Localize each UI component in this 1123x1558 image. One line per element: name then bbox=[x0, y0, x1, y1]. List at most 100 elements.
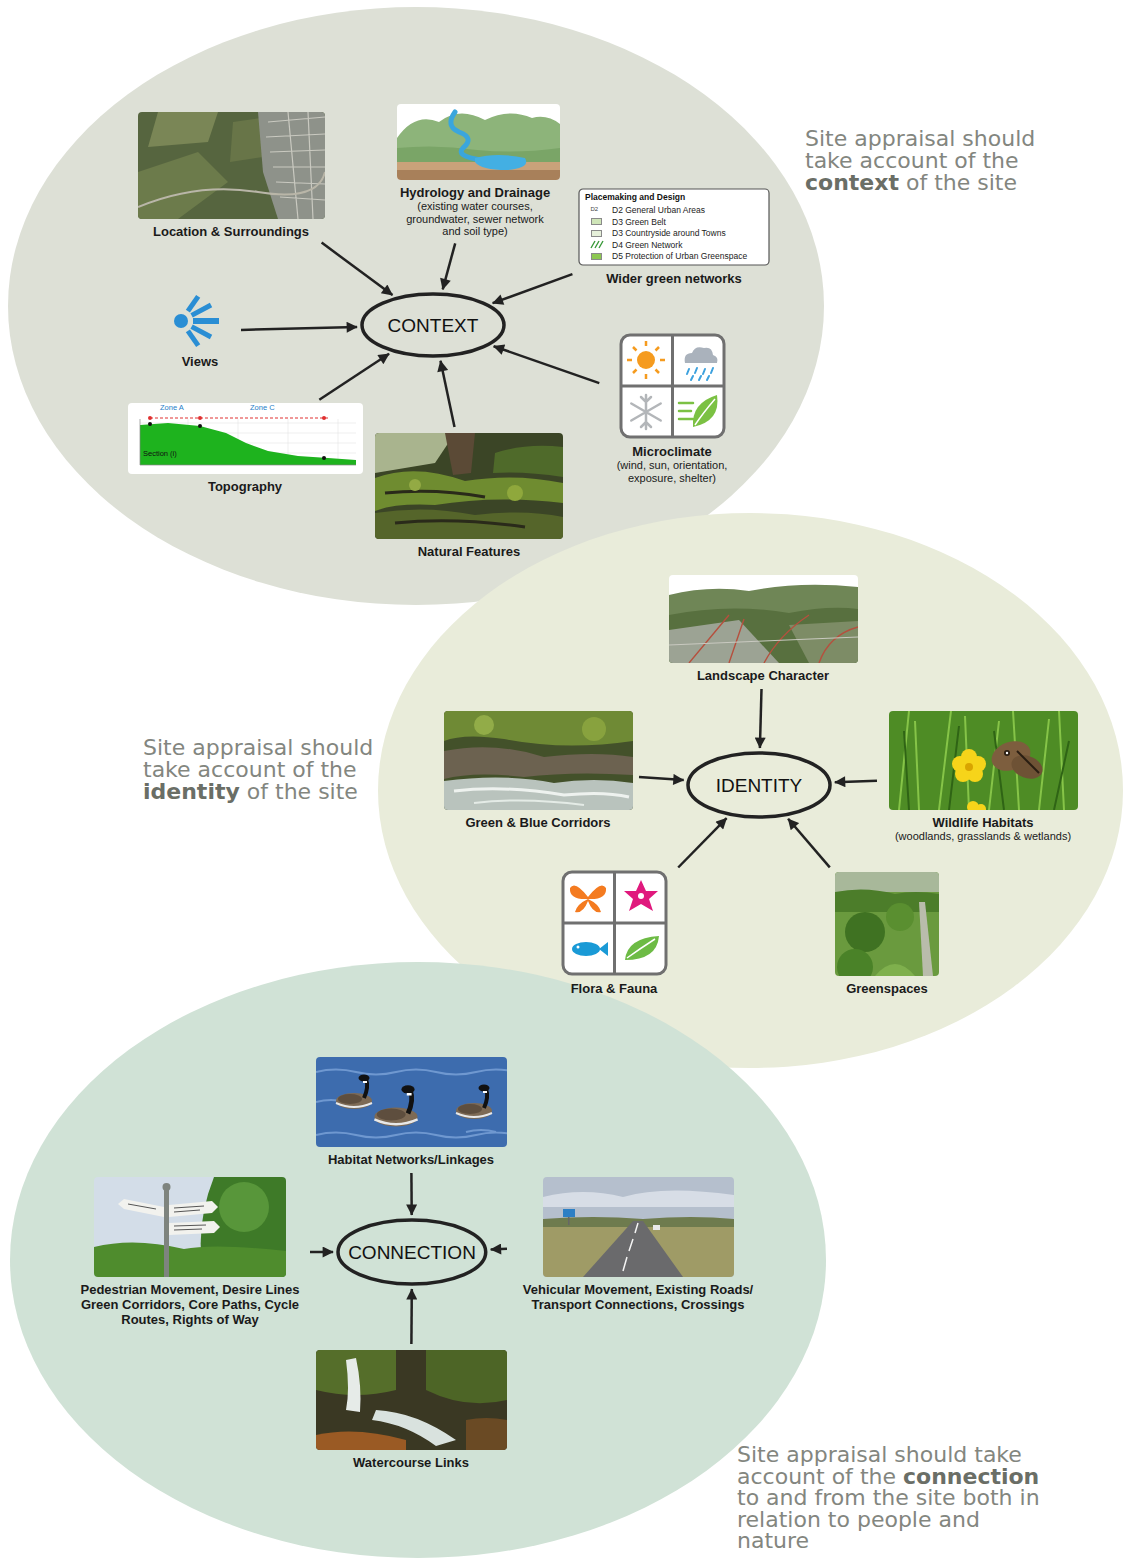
item-note: (wind, sun, orientation, exposure, shelt… bbox=[605, 459, 739, 484]
illustration-part bbox=[316, 1070, 507, 1138]
views-illustration bbox=[171, 293, 229, 349]
illustration-part bbox=[336, 1075, 372, 1110]
arrow-connector bbox=[491, 1248, 507, 1251]
illustration-part bbox=[316, 1431, 406, 1450]
views-picture bbox=[171, 293, 229, 349]
illustration-part bbox=[375, 509, 563, 539]
illustration-part bbox=[445, 433, 475, 475]
illustration-part bbox=[904, 726, 1069, 810]
illustration-part bbox=[219, 1182, 269, 1232]
emphasis-word: connection bbox=[903, 1464, 1039, 1489]
arrow-connector bbox=[494, 346, 600, 383]
illustration-part bbox=[687, 368, 713, 380]
illustration-part bbox=[94, 1242, 286, 1277]
illustration-part bbox=[118, 1199, 164, 1217]
illustration-part bbox=[174, 314, 188, 328]
illustration-part bbox=[1005, 752, 1007, 754]
illustration-part bbox=[336, 1103, 372, 1107]
wildlife-picture bbox=[889, 711, 1078, 810]
topic-item: Watercourse Links bbox=[311, 1350, 511, 1470]
illustration-part bbox=[322, 416, 326, 420]
item-caption: Location & Surroundings bbox=[136, 224, 326, 239]
topic-item: Topography bbox=[125, 403, 365, 494]
landscape-picture bbox=[669, 575, 858, 663]
illustration-part bbox=[401, 1085, 414, 1093]
illustration-part bbox=[364, 1079, 367, 1098]
legend-swatch bbox=[591, 230, 602, 237]
hub-ellipse bbox=[360, 292, 506, 386]
arrow-connector bbox=[410, 1289, 413, 1344]
illustration-part bbox=[164, 1187, 169, 1277]
illustration-part bbox=[316, 1350, 507, 1450]
illustration-part bbox=[128, 1204, 206, 1230]
item-note: (woodlands, grasslands & wetlands) bbox=[883, 830, 1083, 843]
illustration-part bbox=[621, 335, 724, 437]
landscape-illustration bbox=[669, 575, 858, 663]
illustration-part bbox=[543, 1190, 734, 1207]
illustration-part bbox=[140, 419, 356, 465]
topic-item: Green & Blue Corridors bbox=[443, 711, 633, 830]
legend-heading: Placemaking and Design bbox=[585, 192, 685, 202]
chart-label: Zone C bbox=[250, 403, 275, 412]
illustration-part bbox=[591, 241, 603, 248]
arrow-connector bbox=[678, 818, 726, 867]
illustration-part bbox=[886, 903, 914, 931]
section-region: Site appraisal should take account of th… bbox=[10, 962, 826, 1558]
illustration-part bbox=[8, 7, 824, 605]
arrow-connector bbox=[493, 274, 573, 303]
illustration-part bbox=[563, 872, 666, 974]
illustration-part bbox=[444, 711, 633, 810]
illustration-part bbox=[406, 1093, 411, 1095]
illustration-part bbox=[358, 1075, 369, 1082]
illustration-part bbox=[631, 395, 660, 429]
illustration-part bbox=[198, 416, 202, 420]
illustration-part bbox=[835, 872, 939, 892]
illustration-part bbox=[375, 433, 455, 473]
rocks-picture bbox=[375, 433, 563, 539]
illustration-part bbox=[374, 1119, 417, 1124]
illustration-part bbox=[692, 395, 717, 427]
aerial-picture bbox=[138, 112, 325, 219]
illustration-part bbox=[631, 395, 660, 429]
illustration-part bbox=[484, 1089, 487, 1108]
flora-illustration bbox=[561, 870, 668, 976]
illustration-part bbox=[148, 422, 152, 426]
section-region: Site appraisal should take account of th… bbox=[8, 7, 824, 605]
stream-illustration bbox=[444, 711, 633, 810]
illustration-part bbox=[138, 112, 325, 219]
hydro-illustration bbox=[397, 104, 560, 180]
geese-illustration bbox=[316, 1057, 507, 1147]
illustration-part bbox=[952, 756, 968, 772]
illustration-part bbox=[621, 335, 724, 437]
illustration-part bbox=[385, 491, 525, 527]
item-caption: Vehicular Movement, Existing Roads/ Tran… bbox=[513, 1282, 763, 1312]
illustration-part bbox=[875, 964, 915, 976]
waterfall-illustration bbox=[316, 1350, 507, 1450]
illustration-part bbox=[695, 399, 715, 425]
illustration-part bbox=[338, 1094, 362, 1104]
illustration-part bbox=[919, 902, 933, 976]
illustration-part bbox=[507, 485, 523, 501]
illustration-part bbox=[837, 949, 873, 976]
illustration-part bbox=[140, 419, 356, 465]
illustration-part bbox=[687, 368, 713, 380]
illustration-part bbox=[627, 341, 665, 379]
topic-item: Hydrology and Drainage(existing water co… bbox=[397, 104, 553, 238]
micro-illustration bbox=[619, 333, 726, 439]
legend-sample-code: D2 bbox=[591, 206, 599, 214]
illustration-part bbox=[474, 800, 584, 805]
arrow-connector bbox=[835, 781, 877, 783]
illustration-part bbox=[474, 715, 494, 735]
hub-oval: CONTEXT bbox=[360, 292, 506, 358]
illustration-part bbox=[458, 1104, 482, 1114]
topic-item: Vehicular Movement, Existing Roads/ Tran… bbox=[513, 1177, 763, 1312]
aerial-illustration bbox=[138, 112, 325, 219]
illustration-part bbox=[904, 726, 1069, 810]
arrow-connector bbox=[319, 354, 389, 400]
hub-oval: IDENTITY bbox=[686, 751, 832, 819]
illustration-part bbox=[599, 942, 608, 956]
rocks-illustration bbox=[375, 433, 563, 539]
illustration-part bbox=[94, 1177, 286, 1277]
illustration-part bbox=[653, 1225, 660, 1230]
illustration-part bbox=[679, 403, 693, 419]
